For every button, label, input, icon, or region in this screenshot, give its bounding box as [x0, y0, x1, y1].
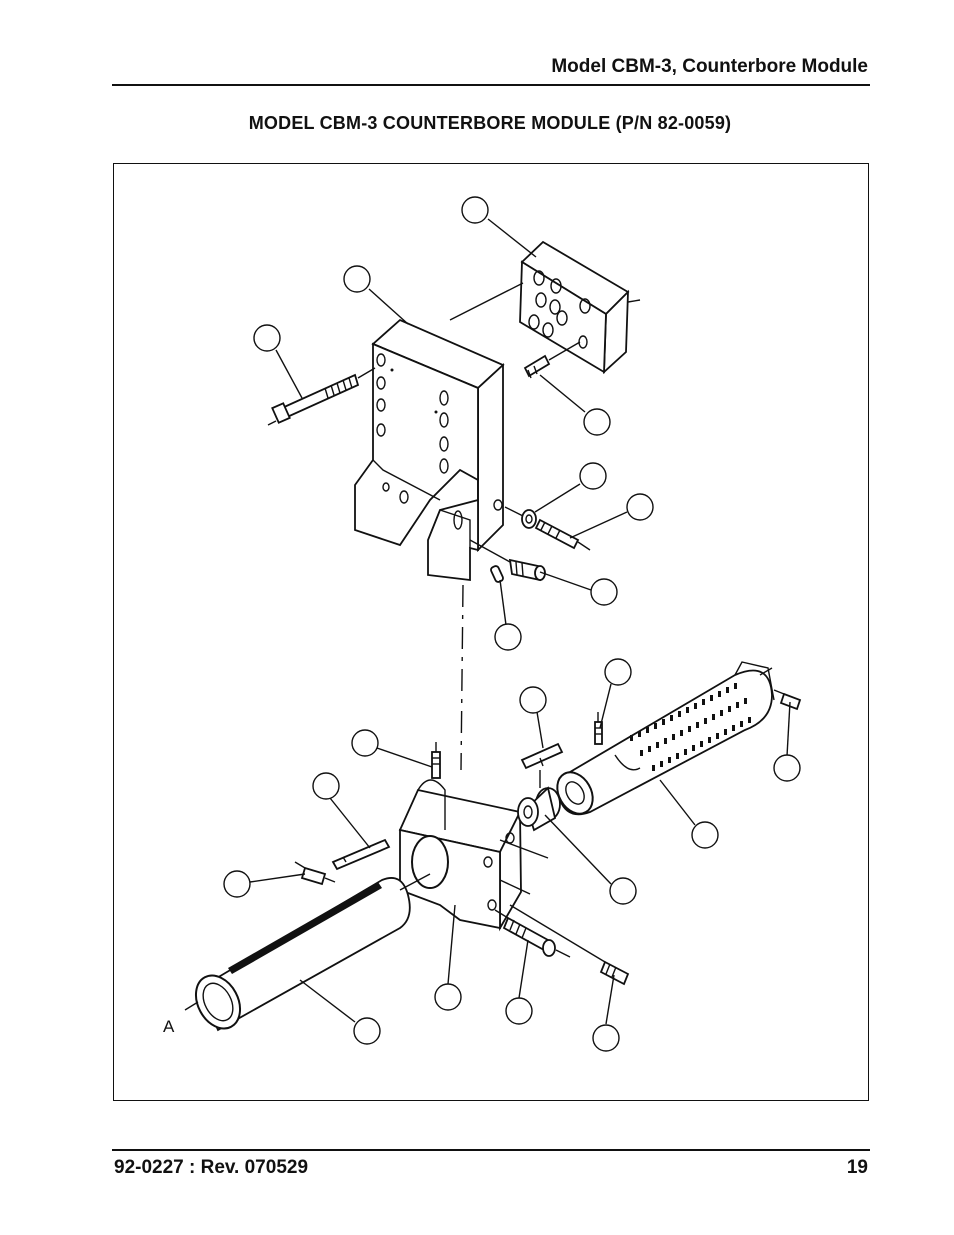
- callout-balloon: [223, 870, 251, 898]
- set-screw-spindle: [594, 712, 603, 745]
- roll-pin: [520, 742, 564, 770]
- cap-screw: [469, 539, 546, 582]
- detail-label-a: A: [163, 1017, 175, 1036]
- callout-balloon: [590, 578, 618, 606]
- footer-page-number: 19: [846, 1157, 868, 1178]
- callout-balloon: [691, 821, 719, 849]
- lower-housing: [398, 779, 549, 932]
- callout-balloon: [773, 754, 801, 782]
- spindle-assembly: [556, 661, 775, 816]
- callout-balloon: [626, 493, 654, 521]
- header-rule: [112, 84, 870, 86]
- header-title: Model CBM-3, Counterbore Module: [551, 56, 868, 77]
- callout-balloon: [351, 729, 379, 757]
- callout-balloon: [494, 623, 522, 651]
- footer-doc-number: 92-0227 : Rev. 070529: [114, 1157, 309, 1178]
- set-screw-plate: [523, 341, 581, 379]
- main-bracket: [354, 318, 505, 582]
- set-screw-top: [431, 742, 441, 779]
- sleeve-tube: [184, 873, 431, 1032]
- callout-balloon: [505, 997, 533, 1025]
- collar: [517, 770, 561, 832]
- callout-balloon: [592, 1024, 620, 1052]
- callout-balloon: [609, 877, 637, 905]
- washer: [521, 509, 537, 529]
- callout-balloon: [519, 686, 547, 714]
- footer-rule: [112, 1149, 870, 1151]
- document-title: MODEL CBM-3 COUNTERBORE MODULE (P/N 82-0…: [248, 113, 732, 133]
- leader-lines: [249, 218, 791, 1025]
- long-screw: [267, 367, 376, 426]
- set-screw-lower: [509, 904, 630, 986]
- callout-balloon: [461, 196, 489, 224]
- callout-balloons: [223, 196, 801, 1052]
- callout-balloon: [253, 324, 281, 352]
- callout-balloon: [434, 983, 462, 1011]
- callout-balloon: [312, 772, 340, 800]
- callout-balloon: [579, 462, 607, 490]
- mounting-plate: [519, 240, 641, 375]
- figure-frame: [113, 163, 869, 1101]
- callout-balloon: [583, 408, 611, 436]
- shoulder-screw: [504, 506, 591, 551]
- socket-screw: [494, 909, 571, 958]
- key-left: [331, 838, 391, 871]
- set-screw-left: [294, 861, 336, 886]
- dowel-pin: [490, 565, 504, 583]
- callout-balloon: [343, 265, 371, 293]
- callout-balloon: [604, 658, 632, 686]
- callout-balloon: [353, 1017, 381, 1045]
- set-screw-end: [773, 689, 802, 711]
